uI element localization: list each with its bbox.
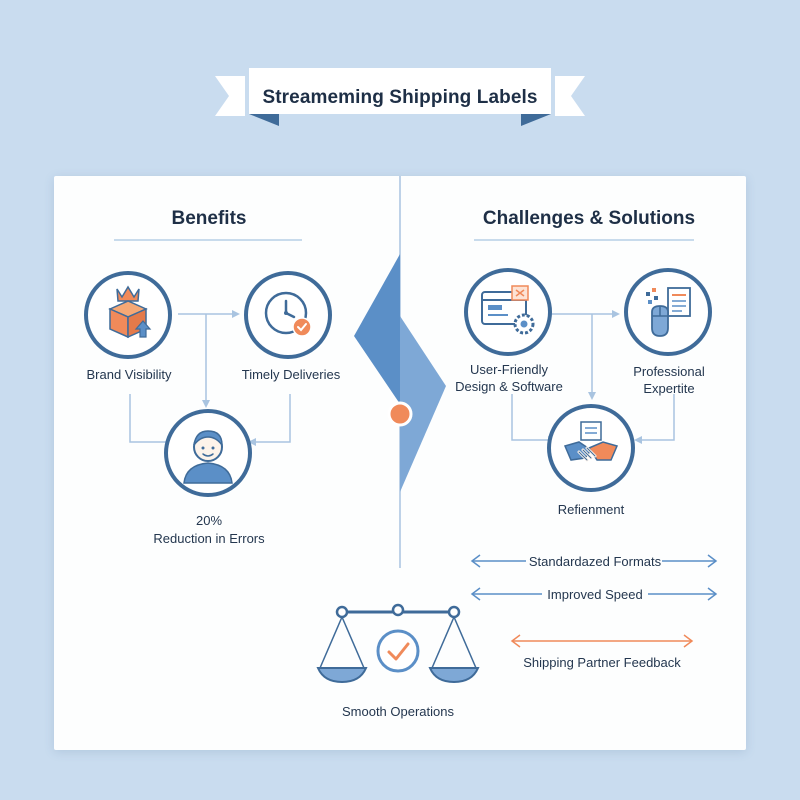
title-banner: Streameming Shipping Labels: [215, 66, 585, 130]
professional-expertite-node: [624, 268, 712, 356]
document-mouse-icon: [646, 287, 691, 337]
crowned-box-icon: [108, 285, 152, 339]
standardazed-formats-label: Standardazed Formats: [528, 554, 662, 569]
reduction-in-errors-node: [164, 409, 252, 497]
reduction-text-label: Reduction in Errors: [153, 531, 265, 546]
brand-visibility-label: Brand Visibility: [86, 367, 172, 382]
person-avatar-icon: [183, 430, 233, 484]
challenges-heading: Challenges & Solutions: [482, 208, 696, 229]
ribbon-shape: [215, 68, 585, 126]
refienment-label: Refienment: [557, 502, 625, 517]
shipping-partner-feedback-label: Shipping Partner Feedback: [523, 655, 681, 670]
professional-label-line2: Expertite: [643, 381, 695, 396]
reduction-percent-label: 20%: [195, 513, 223, 528]
balance-scale-icon: [316, 603, 480, 684]
benefits-heading: Benefits: [171, 208, 247, 229]
timely-deliveries-node: [244, 271, 332, 359]
connector-art: [114, 176, 718, 684]
user-friendly-label-line2: Design & Software: [455, 379, 563, 394]
user-friendly-design-node: [464, 268, 552, 356]
brand-visibility-node: [84, 271, 172, 359]
main-panel: Benefits Challenges & Solutions: [54, 176, 746, 750]
user-friendly-label-line1: User-Friendly: [469, 362, 548, 377]
browser-gear-icon: [481, 285, 535, 335]
clock-check-icon: [264, 291, 312, 337]
professional-label-line1: Professional: [633, 364, 705, 379]
timely-deliveries-label: Timely Deliveries: [241, 367, 341, 382]
refienment-node: [547, 404, 635, 492]
page-title: Streameming Shipping Labels: [262, 87, 538, 108]
handshake-icon: [563, 421, 619, 462]
improved-speed-label: Improved Speed: [547, 587, 643, 602]
smooth-operations-label: Smooth Operations: [341, 704, 454, 719]
